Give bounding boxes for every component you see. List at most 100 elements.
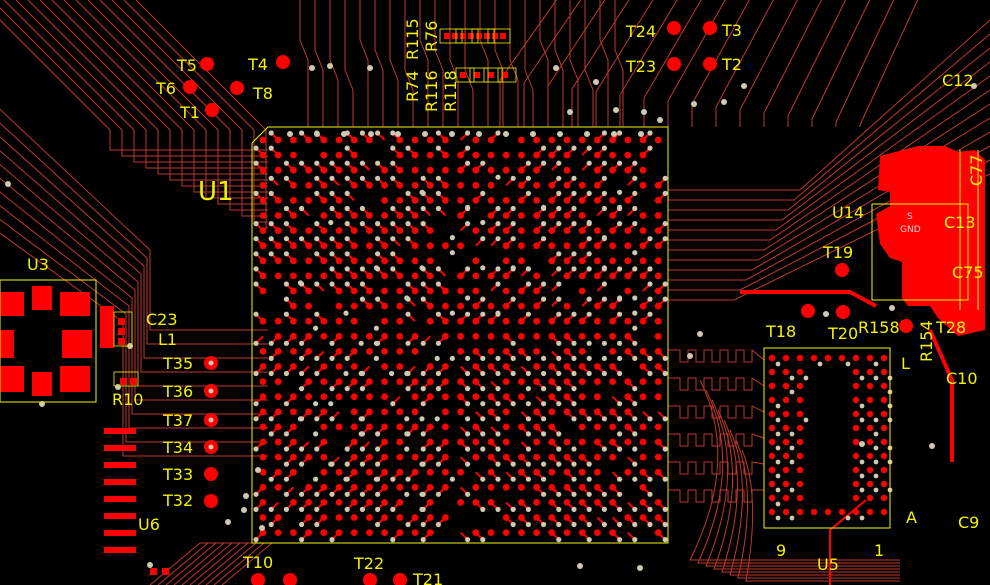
bga-pad (305, 302, 312, 310)
via (375, 236, 381, 242)
bga-pad (654, 136, 662, 144)
via (859, 441, 865, 447)
via (343, 370, 349, 377)
power-trace (740, 290, 877, 308)
passive-pad (452, 33, 458, 39)
bga-pad (335, 317, 343, 325)
via (617, 221, 623, 227)
via (375, 491, 381, 497)
test-points (183, 21, 913, 585)
bga-pad (594, 317, 601, 325)
trace (668, 75, 990, 231)
via (390, 537, 396, 543)
bga-pad (442, 393, 449, 401)
u5-pad (796, 494, 804, 502)
via (309, 65, 315, 71)
via (859, 375, 865, 381)
bga-pad (487, 332, 495, 340)
bga-pad (426, 242, 434, 250)
via (359, 296, 365, 302)
bga-pad (654, 257, 662, 265)
bga-pad (502, 317, 510, 325)
bga-pad (654, 272, 662, 280)
u1-outline (251, 126, 669, 544)
trace (569, 0, 579, 127)
trace (811, 0, 871, 127)
bga-pad (350, 408, 358, 416)
via (541, 401, 547, 407)
u5-pad (782, 452, 790, 460)
via (420, 175, 426, 181)
via (329, 190, 335, 196)
via (435, 386, 441, 392)
label-t32: T32 (162, 491, 193, 510)
u5-pad (796, 480, 804, 488)
via (586, 190, 592, 196)
via (845, 515, 851, 521)
via (525, 461, 532, 467)
bga-pad (305, 257, 312, 265)
via (328, 219, 334, 226)
via (435, 370, 441, 377)
trace (668, 89, 990, 241)
via (465, 401, 471, 407)
bga-pad (472, 227, 480, 235)
via (375, 476, 381, 482)
via (601, 190, 608, 196)
via (367, 65, 373, 71)
bga-pad (518, 378, 525, 385)
bga-pad (320, 332, 328, 340)
trace (75, 0, 268, 199)
bga-pad (320, 529, 328, 536)
via (541, 281, 547, 287)
via (617, 311, 623, 317)
via (586, 296, 592, 302)
bga-pad (259, 181, 267, 189)
trace (668, 19, 990, 191)
via (465, 355, 471, 361)
bga-pad (624, 438, 632, 446)
u5-pad (880, 382, 888, 390)
trace (494, 0, 504, 127)
via (510, 401, 516, 407)
trace (735, 439, 900, 579)
bga-pad (609, 332, 616, 340)
u5-pad (852, 368, 860, 376)
bga-pad (457, 181, 464, 189)
u5-pad (768, 424, 776, 432)
u5-pad (880, 480, 888, 488)
via (495, 446, 501, 452)
via (632, 506, 638, 512)
via (632, 461, 638, 467)
via (601, 236, 608, 242)
trace (419, 0, 429, 127)
via (556, 491, 562, 497)
via (435, 461, 441, 467)
via (541, 236, 547, 242)
bga-pad (320, 423, 328, 431)
via (480, 537, 486, 543)
bga-pad (396, 453, 404, 461)
via (283, 221, 289, 227)
resistor-outline (483, 67, 503, 83)
bga-pad (290, 197, 297, 204)
via (268, 355, 274, 361)
via (617, 189, 623, 195)
bga-pad (381, 197, 388, 204)
test-point (204, 494, 218, 508)
passive-pad (476, 33, 482, 39)
via (525, 386, 532, 392)
via (283, 340, 289, 346)
via (480, 506, 486, 512)
via (556, 355, 562, 361)
u5-pad (880, 396, 888, 404)
via (553, 65, 559, 71)
via (375, 461, 381, 467)
passive-pad (460, 33, 466, 39)
via (495, 401, 501, 407)
via (541, 205, 547, 212)
test-point (251, 573, 265, 585)
via (329, 205, 335, 212)
test-point-hole (208, 388, 214, 394)
via (647, 476, 653, 482)
